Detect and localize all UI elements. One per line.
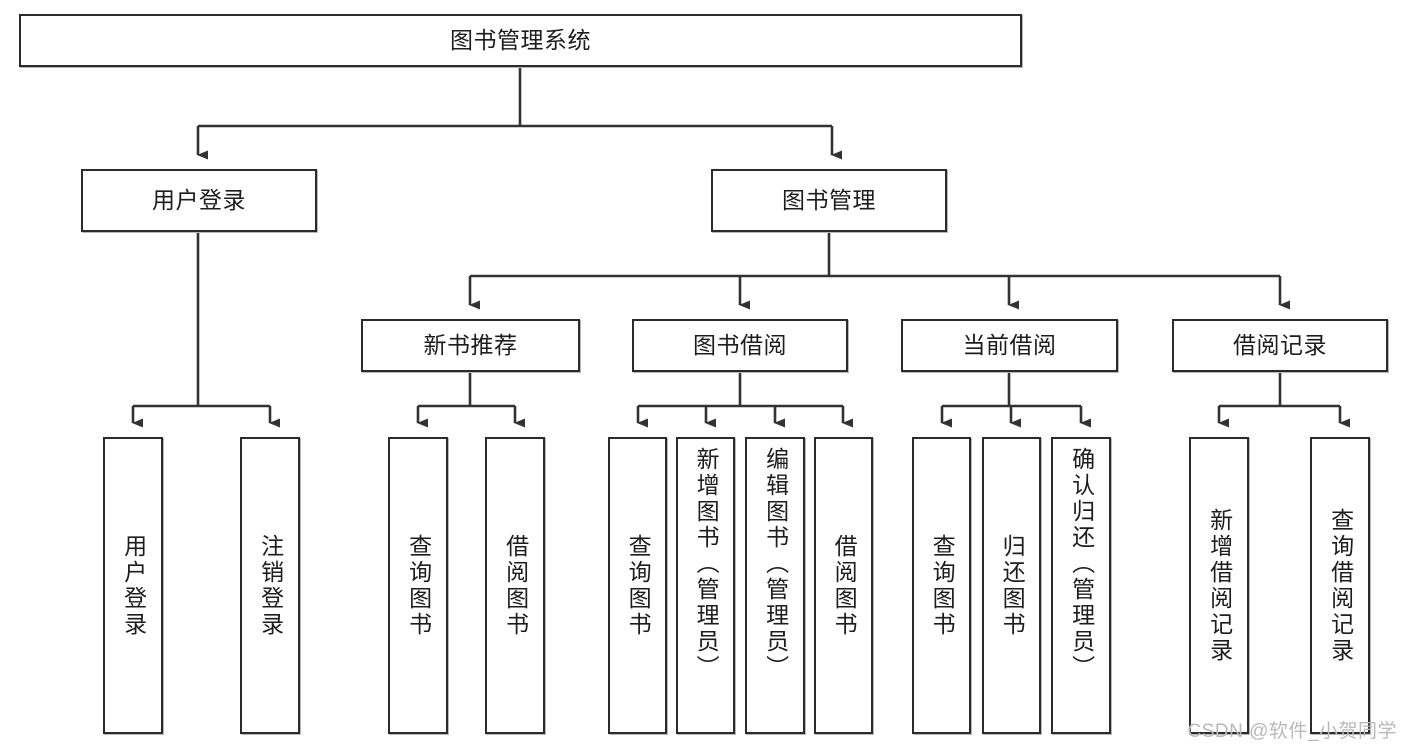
node-root-system[interactable]: 图书管理系统: [19, 14, 1022, 67]
node-leaf-leaf-user-logout[interactable]: 注销登录: [240, 437, 300, 734]
node-leaf-label: 确认归还（管理员）: [1068, 447, 1095, 681]
node-leaf-label: 借阅图书: [502, 533, 529, 638]
node-borrow-record[interactable]: 借阅记录: [1172, 319, 1388, 372]
node-leaf-label: 新增借阅记录: [1206, 507, 1233, 664]
node-user-login[interactable]: 用户登录: [81, 169, 317, 232]
node-leaf-label: 编辑图书（管理员）: [762, 447, 789, 681]
node-label: 图书管理: [782, 186, 876, 213]
node-leaf-leaf-borrow-book-1[interactable]: 借阅图书: [485, 437, 545, 734]
node-leaf-label: 用户登录: [120, 533, 147, 638]
node-label: 图书借阅: [693, 331, 787, 358]
node-leaf-leaf-borrow-book-2[interactable]: 借阅图书: [814, 437, 873, 734]
node-label: 新书推荐: [423, 331, 518, 358]
node-leaf-label: 归还图书: [999, 533, 1026, 638]
node-leaf-leaf-add-book[interactable]: 新增图书（管理员）: [676, 437, 735, 734]
node-leaf-leaf-confirm-return[interactable]: 确认归还（管理员）: [1051, 437, 1111, 734]
node-book-management[interactable]: 图书管理: [711, 169, 947, 232]
node-leaf-leaf-return-book[interactable]: 归还图书: [982, 437, 1041, 734]
node-label: 用户登录: [152, 186, 246, 213]
node-leaf-leaf-query-book-2[interactable]: 查询图书: [608, 437, 667, 734]
node-leaf-leaf-query-book-3[interactable]: 查询图书: [912, 437, 971, 734]
node-new-book-recommend[interactable]: 新书推荐: [361, 319, 580, 372]
node-leaf-label: 新增图书（管理员）: [693, 447, 720, 681]
node-current-borrow[interactable]: 当前借阅: [901, 319, 1118, 372]
node-label: 借阅记录: [1233, 331, 1327, 358]
node-leaf-leaf-query-borrow-record[interactable]: 查询借阅记录: [1310, 437, 1370, 734]
node-root-label: 图书管理系统: [450, 26, 591, 53]
node-label: 当前借阅: [962, 331, 1057, 358]
watermark-text: CSDN @软件_小贺同学: [1187, 721, 1397, 742]
node-leaf-leaf-user-login[interactable]: 用户登录: [103, 437, 163, 734]
node-leaf-label: 查询图书: [625, 533, 652, 638]
node-leaf-label: 借阅图书: [831, 533, 858, 638]
node-leaf-leaf-edit-book[interactable]: 编辑图书（管理员）: [745, 437, 805, 734]
node-leaf-label: 查询借阅记录: [1327, 507, 1354, 664]
node-leaf-leaf-add-borrow-record[interactable]: 新增借阅记录: [1189, 437, 1249, 734]
node-leaf-label: 注销登录: [257, 533, 284, 638]
node-leaf-label: 查询图书: [929, 533, 956, 638]
node-leaf-label: 查询图书: [405, 533, 432, 638]
node-leaf-leaf-query-book-1[interactable]: 查询图书: [388, 437, 448, 734]
node-book-borrow[interactable]: 图书借阅: [632, 319, 848, 372]
